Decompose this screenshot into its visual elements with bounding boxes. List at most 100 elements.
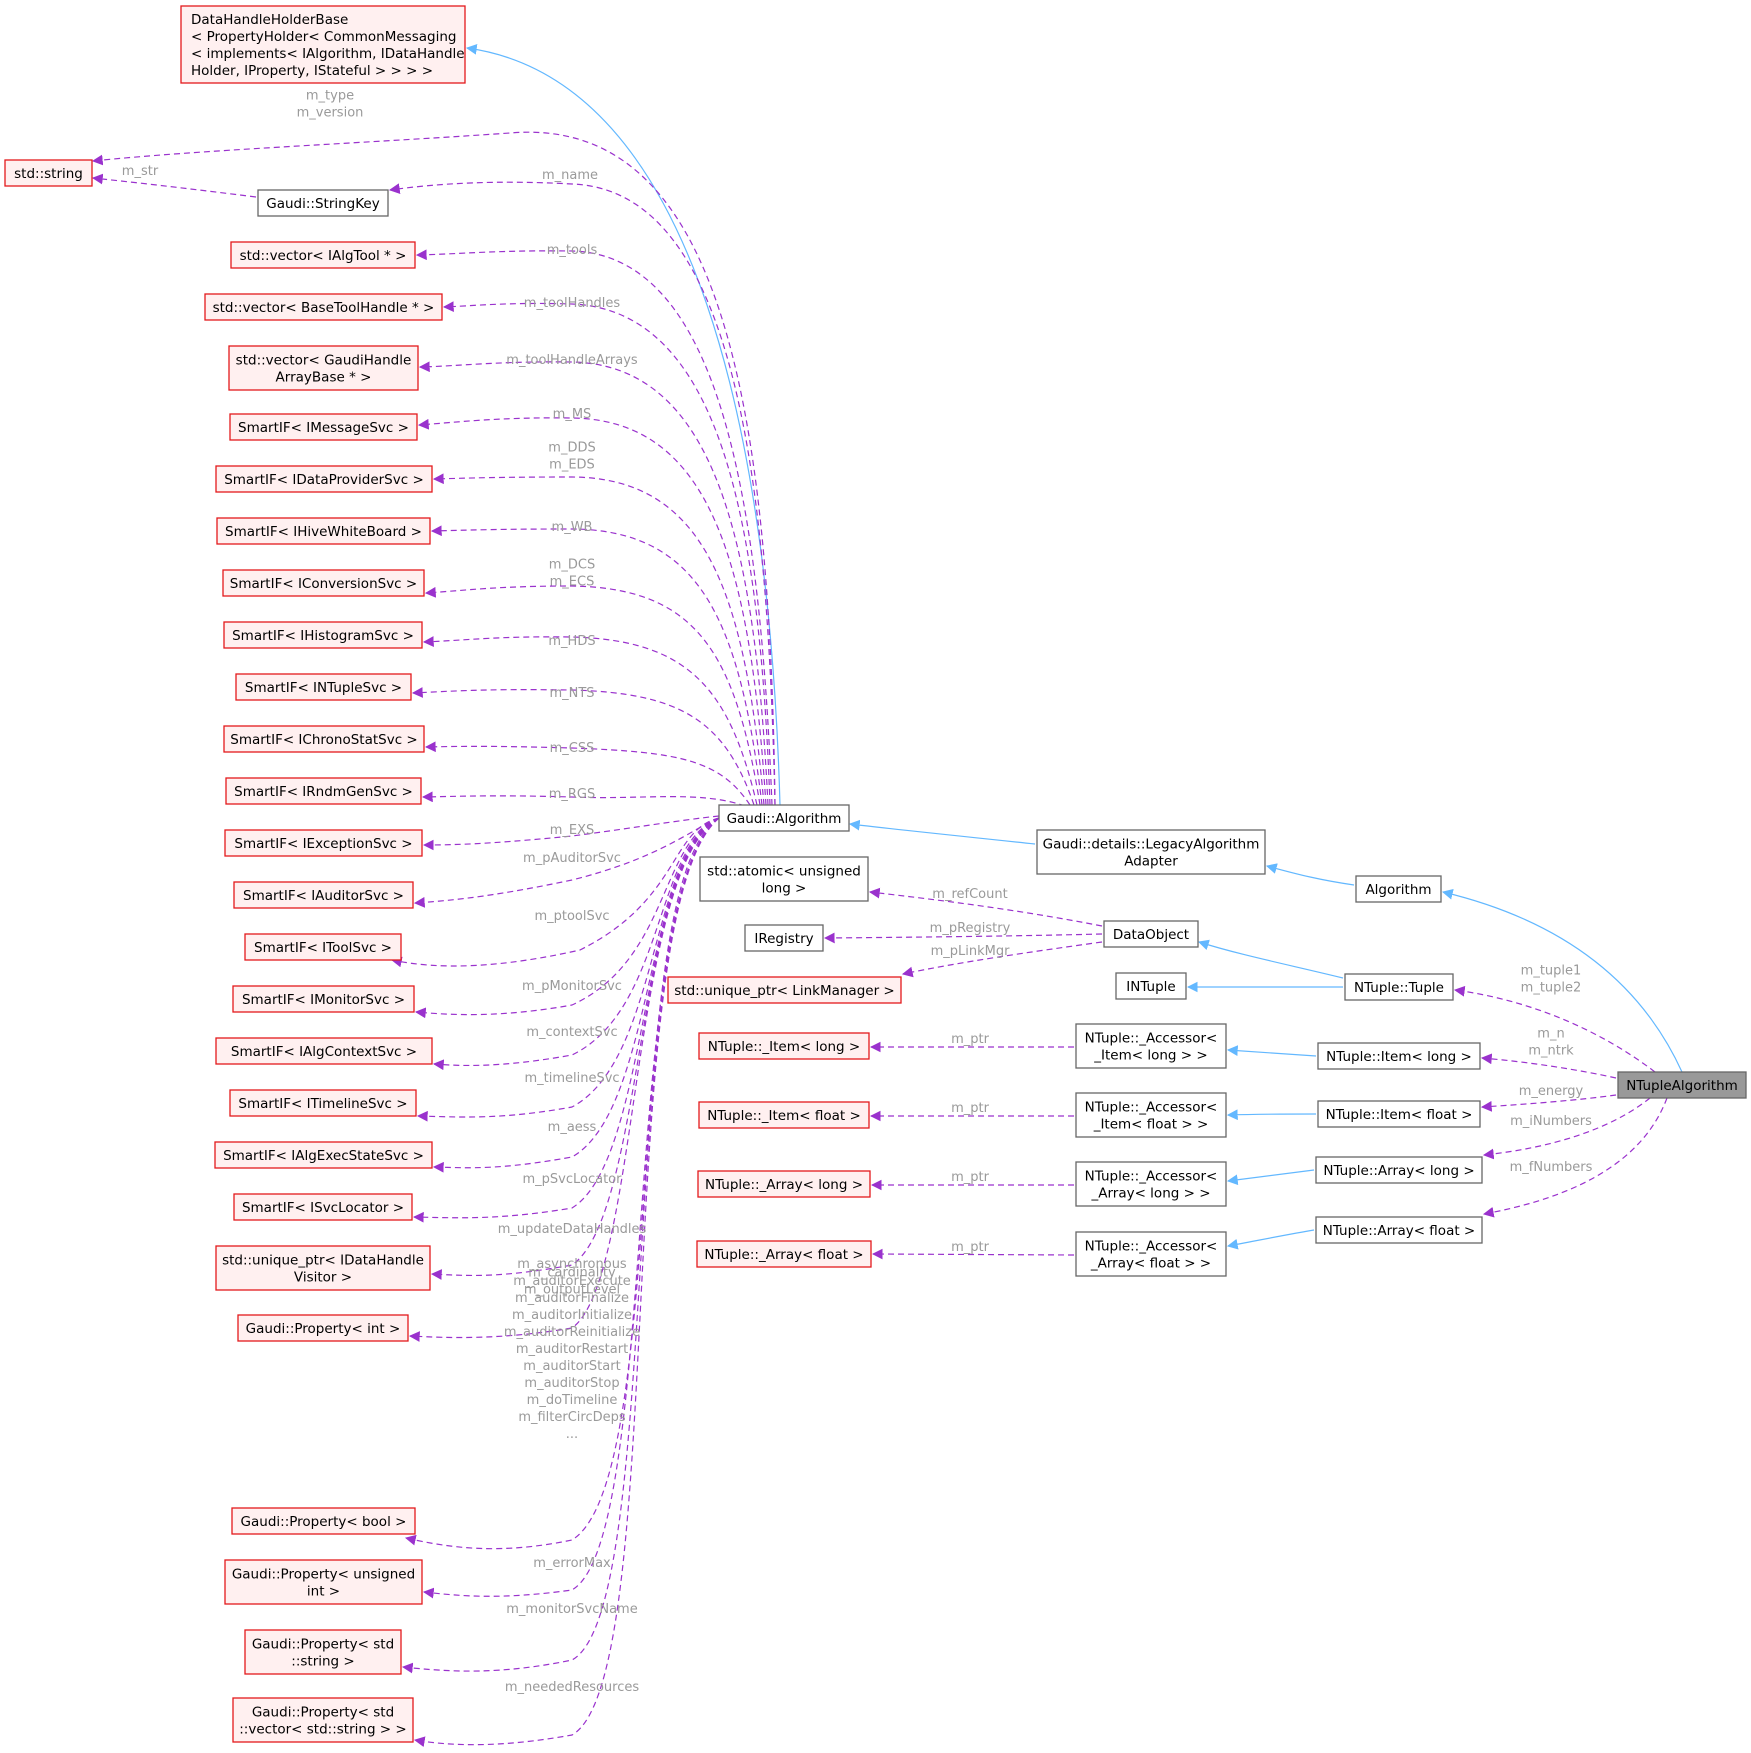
edge-label-gaudi_algorithm-to-si_monitor: m_pMonitorSvc	[522, 979, 622, 994]
node-box	[1315, 1216, 1483, 1244]
member-edge-acc_array_float-to-array_float	[871, 1248, 1075, 1260]
node-box	[1075, 1023, 1227, 1069]
class-node-prop-int[interactable]: Gaudi::Property< int >	[237, 1314, 409, 1342]
edge-label-gaudi_algorithm-to-prop_int: m_cardinality	[528, 1266, 616, 1281]
class-node-prop-bool[interactable]: Gaudi::Property< bool >	[231, 1507, 416, 1535]
class-node-si-dataprov[interactable]: SmartIF< IDataProviderSvc >	[215, 465, 433, 493]
node-box	[232, 1697, 414, 1743]
class-node-acc-array-float[interactable]: NTuple::_Accessor<_Array< float > >	[1075, 1231, 1227, 1277]
edge-label-gaudi_algorithm-to-si_algctx: m_contextSvc	[526, 1025, 617, 1040]
class-node-si-ntuple[interactable]: SmartIF< INTupleSvc >	[235, 673, 412, 701]
class-node-up-linkmgr[interactable]: std::unique_ptr< LinkManager >	[667, 976, 902, 1004]
class-node-stdstring[interactable]: std::string	[4, 159, 93, 187]
class-node-si-histo[interactable]: SmartIF< IHistogramSvc >	[223, 621, 423, 649]
class-node-vec-basetool[interactable]: std::vector< BaseToolHandle * >	[204, 293, 443, 321]
node-box	[1317, 1042, 1481, 1070]
node-box	[224, 829, 423, 857]
class-node-prop-string[interactable]: Gaudi::Property< std::string >	[244, 1629, 402, 1675]
class-node-algorithm[interactable]: Algorithm	[1355, 875, 1442, 903]
class-node-si-conv[interactable]: SmartIF< IConversionSvc >	[222, 569, 425, 597]
inheritance-edge-ntuple_array_long-to-acc_array_long	[1226, 1169, 1315, 1186]
class-node-si-algexec[interactable]: SmartIF< IAlgExecStateSvc >	[214, 1141, 433, 1169]
class-node-si-svcloc[interactable]: SmartIF< ISvcLocator >	[233, 1193, 413, 1221]
class-node-ntuple-array-long[interactable]: NTuple::Array< long >	[1315, 1156, 1483, 1184]
edge-label-gaudi_algorithm-to-stdstring: m_type	[306, 89, 354, 104]
node-label: ::vector< std::string > >	[239, 1722, 406, 1738]
class-node-dhhb[interactable]: DataHandleHolderBase< PropertyHolder< Co…	[180, 5, 466, 84]
node-box	[235, 673, 412, 701]
inheritance-edge-ntuple_item_float-to-acc_item_float	[1226, 1109, 1317, 1121]
node-box	[215, 465, 433, 493]
class-node-si-chrono[interactable]: SmartIF< IChronoStatSvc >	[223, 725, 425, 753]
edge-label-ntuple_algorithm-to-ntuple_tuple: m_tuple1	[1521, 964, 1582, 979]
class-node-si-timeline[interactable]: SmartIF< ITimelineSvc >	[229, 1089, 417, 1117]
node-box	[667, 976, 902, 1004]
inheritance-edge-ntuple_item_long-to-acc_item_long	[1226, 1045, 1317, 1057]
inheritance-edge-gaudi_algorithm-to-dhhb	[465, 43, 781, 806]
node-label: Gaudi::Property< int >	[246, 1321, 401, 1337]
edge-label-gaudi_algorithm-to-si_rndm: m_RGS	[549, 787, 596, 802]
node-label: SmartIF< IMonitorSvc >	[242, 992, 405, 1008]
node-label: DataObject	[1113, 927, 1189, 943]
node-label: NTuple::_Array< float >	[704, 1247, 863, 1263]
node-label: SmartIF< IExceptionSvc >	[234, 836, 412, 852]
class-node-acc-item-float[interactable]: NTuple::_Accessor<_Item< float > >	[1075, 1092, 1227, 1138]
edge-label-dataobject-to-atomic: m_refCount	[932, 887, 1007, 902]
node-label: SmartIF< IHiveWhiteBoard >	[225, 524, 422, 540]
class-node-acc-array-long[interactable]: NTuple::_Accessor<_Array< long > >	[1075, 1161, 1227, 1207]
node-box	[1103, 920, 1199, 948]
class-node-si-algctx[interactable]: SmartIF< IAlgContextSvc >	[215, 1037, 433, 1065]
node-box	[223, 621, 423, 649]
class-node-acc-item-long[interactable]: NTuple::_Accessor<_Item< long > >	[1075, 1023, 1227, 1069]
class-node-intuple[interactable]: INTuple	[1115, 972, 1187, 1000]
class-node-prop-vecstring[interactable]: Gaudi::Property< std::vector< std::strin…	[232, 1697, 414, 1743]
node-box	[214, 1141, 433, 1169]
class-node-ntuple-algorithm[interactable]: NTupleAlgorithm	[1617, 1071, 1747, 1099]
class-node-ntuple-tuple[interactable]: NTuple::Tuple	[1344, 973, 1454, 1001]
class-node-dataobject[interactable]: DataObject	[1103, 920, 1199, 948]
member-edge-gaudi_algorithm-to-prop_bool	[404, 817, 720, 1550]
class-node-ntuple-array-float[interactable]: NTuple::Array< float >	[1315, 1216, 1483, 1244]
node-box	[222, 569, 425, 597]
node-box	[229, 413, 418, 441]
member-edge-gaudi_algorithm-to-vec_gaudihandle	[418, 361, 769, 806]
edge-label-ntuple_algorithm-to-ntuple_tuple: m_tuple2	[1521, 981, 1582, 996]
class-node-iregistry[interactable]: IRegistry	[744, 924, 824, 952]
node-box	[233, 1193, 413, 1221]
node-label: ::string >	[291, 1654, 354, 1670]
class-node-item-float[interactable]: NTuple::_Item< float >	[698, 1101, 870, 1129]
class-node-ntuple-item-float[interactable]: NTuple::Item< float >	[1317, 1100, 1481, 1128]
node-box	[698, 1032, 870, 1060]
class-node-array-long[interactable]: NTuple::_Array< long >	[697, 1170, 871, 1198]
node-box	[244, 933, 402, 961]
inheritance-edge-ntuple_tuple-to-dataobject	[1197, 939, 1344, 979]
class-node-item-long[interactable]: NTuple::_Item< long >	[698, 1032, 870, 1060]
class-node-si-rndm[interactable]: SmartIF< IRndmGenSvc >	[225, 777, 422, 805]
class-node-si-message[interactable]: SmartIF< IMessageSvc >	[229, 413, 418, 441]
class-node-gaudi-algorithm[interactable]: Gaudi::Algorithm	[718, 804, 850, 832]
node-box	[1355, 875, 1442, 903]
edge-label-dataobject-to-iregistry: m_pRegistry	[930, 921, 1011, 936]
class-node-array-float[interactable]: NTuple::_Array< float >	[696, 1240, 872, 1268]
edge-label-gaudi_algorithm-to-prop_string: m_monitorSvcName	[506, 1602, 637, 1617]
class-node-si-tool[interactable]: SmartIF< IToolSvc >	[244, 933, 402, 961]
node-label: long >	[762, 881, 807, 897]
edge-label-gaudi_algorithm-to-prop_bool: ...	[566, 1427, 578, 1442]
edge-label-ntuple_algorithm-to-ntuple_array_long: m_iNumbers	[1510, 1114, 1592, 1129]
inheritance-edge-algorithm-to-legacy_adapter	[1265, 863, 1355, 886]
class-node-vec-algtool[interactable]: std::vector< IAlgTool * >	[230, 241, 416, 269]
edge-label-ntuple_algorithm-to-ntuple_item_long: m_ntrk	[1528, 1044, 1574, 1059]
class-node-si-auditor[interactable]: SmartIF< IAuditorSvc >	[233, 881, 414, 909]
member-edge-gaudi_algorithm-to-prop_vecstring	[413, 817, 720, 1747]
class-node-ntuple-item-long[interactable]: NTuple::Item< long >	[1317, 1042, 1481, 1070]
edge-label-gaudi_algorithm-to-up_datahandle: m_updateDataHandles	[498, 1222, 647, 1237]
class-node-si-exc[interactable]: SmartIF< IExceptionSvc >	[224, 829, 423, 857]
class-node-si-monitor[interactable]: SmartIF< IMonitorSvc >	[232, 985, 415, 1013]
class-node-si-hive[interactable]: SmartIF< IHiveWhiteBoard >	[216, 517, 431, 545]
class-node-stringkey[interactable]: Gaudi::StringKey	[257, 189, 389, 217]
